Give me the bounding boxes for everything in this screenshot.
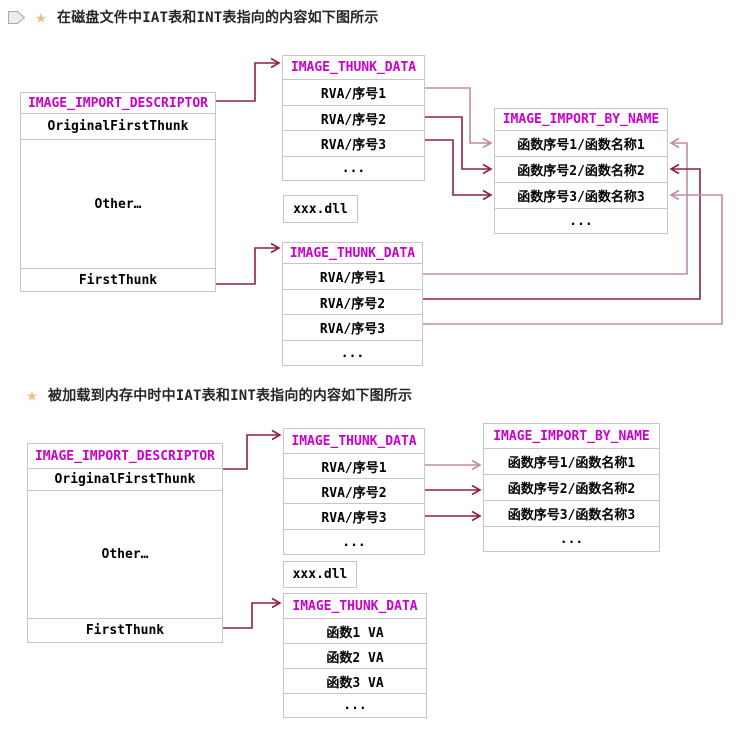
table-row: 函数1 VA xyxy=(284,619,426,644)
arrowhead-icon xyxy=(482,189,493,201)
table-row: RVA/序号3 xyxy=(283,131,424,157)
table-title: IMAGE_IMPORT_BY_NAME xyxy=(484,424,659,449)
arrowhead-icon xyxy=(271,429,282,441)
connector-mem-int-row2-to-name xyxy=(425,484,482,496)
arrowhead-icon xyxy=(482,137,493,149)
table-row-ellipsis: ... xyxy=(342,534,366,550)
arrowhead-icon xyxy=(669,137,680,149)
memory-dll-label-box: xxx.dll xyxy=(283,561,357,588)
connector-mem-firstthunk-to-iat xyxy=(223,597,282,629)
connector-line xyxy=(223,434,280,470)
table-row: 函数序号3/函数名称3 xyxy=(495,183,667,209)
connector-line xyxy=(223,602,280,629)
table-row-other: Other… xyxy=(21,140,215,269)
memory-iat-thunk-table: IMAGE_THUNK_DATA 函数1 VA 函数2 VA 函数3 VA ..… xyxy=(283,593,427,718)
memory-int-thunk-table: IMAGE_THUNK_DATA RVA/序号1 RVA/序号2 RVA/序号3… xyxy=(283,428,425,555)
table-row: RVA/序号2 xyxy=(283,106,424,131)
disk-import-descriptor-table: IMAGE_IMPORT_DESCRIPTOR OriginalFirstThu… xyxy=(20,92,216,292)
table-row: RVA/序号2 xyxy=(284,479,424,504)
table-row: RVA/序号3 xyxy=(284,504,424,530)
table-title: IMAGE_IMPORT_DESCRIPTOR xyxy=(21,93,215,114)
table-row: 函数序号2/函数名称2 xyxy=(484,475,659,501)
connector-disk-int-row3-to-name xyxy=(425,139,493,201)
table-title: IMAGE_IMPORT_BY_NAME xyxy=(495,109,667,131)
disk-import-by-name-table: IMAGE_IMPORT_BY_NAME 函数序号1/函数名称1 函数序号2/函… xyxy=(494,108,668,234)
arrowhead-icon xyxy=(270,242,281,254)
table-row-other: Other… xyxy=(28,491,222,619)
table-title: IMAGE_THUNK_DATA xyxy=(284,429,424,454)
table-row-ellipsis: ... xyxy=(559,531,584,547)
arrowhead-icon xyxy=(471,510,482,522)
memory-import-descriptor-table: IMAGE_IMPORT_DESCRIPTOR OriginalFirstThu… xyxy=(27,443,223,643)
arrowhead-icon xyxy=(669,163,680,175)
heading-memory: ★ 被加载到内存中时中IAT表和INT表指向的内容如下图所示 xyxy=(22,385,412,405)
connector-line xyxy=(425,116,491,170)
arrowhead-icon xyxy=(471,459,482,471)
table-row: 函数序号3/函数名称3 xyxy=(484,501,659,527)
connector-disk-firstthunk-to-iat xyxy=(216,242,281,285)
table-row-first-thunk: FirstThunk xyxy=(85,623,165,638)
table-title: IMAGE_THUNK_DATA xyxy=(283,56,424,80)
table-row: 函数3 VA xyxy=(284,669,426,694)
table-row-ellipsis: ... xyxy=(569,213,593,229)
table-row: RVA/序号3 xyxy=(283,315,422,341)
table-title: IMAGE_THUNK_DATA xyxy=(283,243,422,264)
table-row: RVA/序号1 xyxy=(283,80,424,106)
arrowhead-icon xyxy=(482,163,493,175)
heading-disk-text: 在磁盘文件中IAT表和INT表指向的内容如下图所示 xyxy=(57,10,379,26)
table-row: 函数序号1/函数名称1 xyxy=(495,131,667,157)
connector-line xyxy=(216,62,279,102)
arrowhead-icon xyxy=(271,597,282,609)
collapse-marker-icon[interactable] xyxy=(8,10,25,24)
table-title: IMAGE_IMPORT_DESCRIPTOR xyxy=(28,444,222,469)
star-icon: ★ xyxy=(35,5,47,28)
table-row-original-first-thunk: OriginalFirstThunk xyxy=(21,114,215,140)
disk-dll-label-box: xxx.dll xyxy=(283,195,358,223)
connector-disk-int-row2-to-name xyxy=(425,116,493,175)
table-row: 函数序号1/函数名称1 xyxy=(484,449,659,475)
table-title: IMAGE_THUNK_DATA xyxy=(284,594,426,619)
table-row-ellipsis: ... xyxy=(341,161,366,176)
connector-mem-int-row1-to-name xyxy=(425,459,482,471)
table-row-first-thunk: FirstThunk xyxy=(78,272,158,288)
arrowhead-icon xyxy=(471,484,482,496)
connector-disk-desc-to-int xyxy=(216,57,281,102)
table-row-ellipsis: ... xyxy=(340,345,365,361)
dll-label: xxx.dll xyxy=(292,567,348,582)
connector-disk-int-row1-to-name xyxy=(425,87,493,149)
disk-int-thunk-table: IMAGE_THUNK_DATA RVA/序号1 RVA/序号2 RVA/序号3… xyxy=(282,55,425,181)
heading-disk: ★ 在磁盘文件中IAT表和INT表指向的内容如下图所示 xyxy=(8,7,379,27)
heading-memory-text: 被加载到内存中时中IAT表和INT表指向的内容如下图所示 xyxy=(48,388,413,404)
table-row-ellipsis: ... xyxy=(343,698,367,713)
table-row: RVA/序号1 xyxy=(283,264,422,290)
star-icon: ★ xyxy=(26,383,38,406)
table-row: RVA/序号1 xyxy=(284,454,424,479)
connector-mem-desc-to-int xyxy=(223,429,282,470)
connector-line xyxy=(425,87,491,144)
arrowhead-icon xyxy=(270,57,281,69)
connector-line xyxy=(425,139,491,196)
disk-iat-thunk-table: IMAGE_THUNK_DATA RVA/序号1 RVA/序号2 RVA/序号3… xyxy=(282,242,423,366)
dll-label: xxx.dll xyxy=(293,201,348,217)
table-row-original-first-thunk: OriginalFirstThunk xyxy=(28,469,222,491)
table-row: RVA/序号2 xyxy=(283,290,422,315)
arrowhead-icon xyxy=(669,189,680,201)
table-row: 函数序号2/函数名称2 xyxy=(495,157,667,183)
table-row: 函数2 VA xyxy=(284,644,426,669)
connector-line xyxy=(216,247,279,285)
memory-import-by-name-table: IMAGE_IMPORT_BY_NAME 函数序号1/函数名称1 函数序号2/函… xyxy=(483,423,660,552)
connector-mem-int-row3-to-name xyxy=(425,510,482,522)
